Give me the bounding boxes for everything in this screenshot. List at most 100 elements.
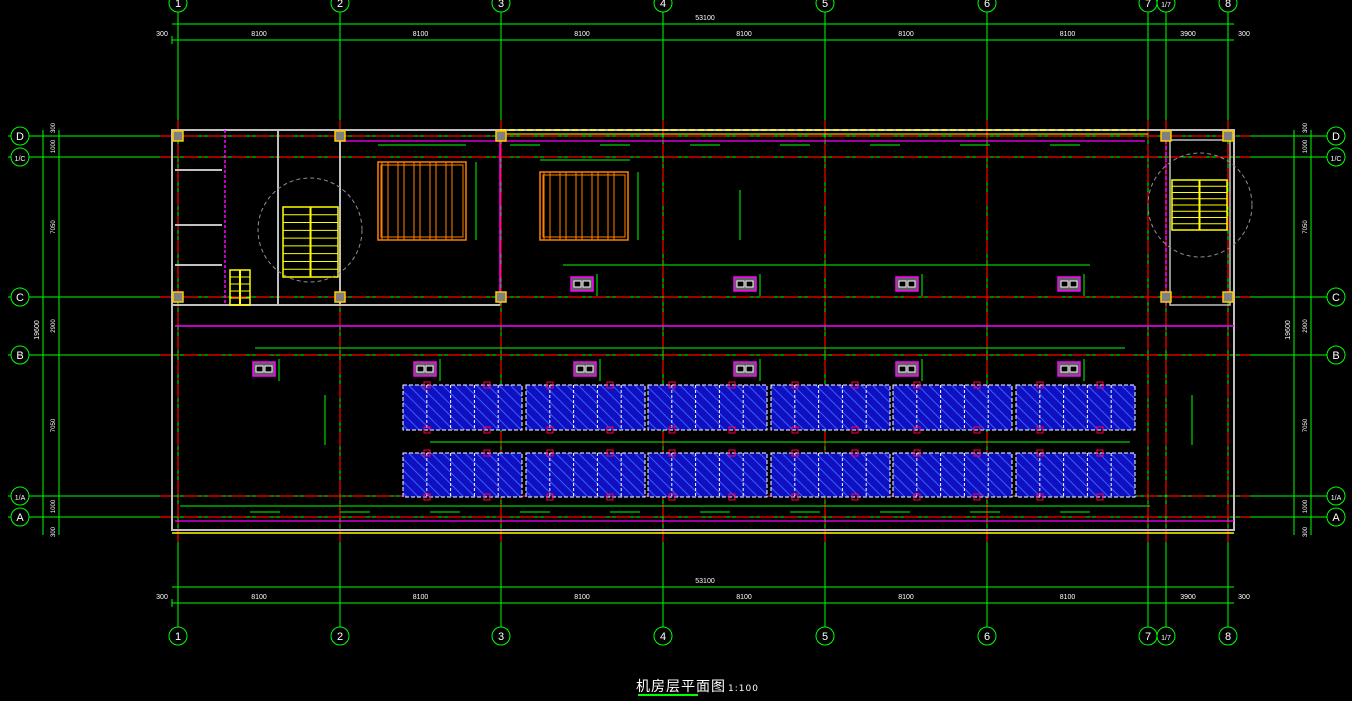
structural-column	[495, 130, 507, 142]
hatched-platform	[525, 452, 646, 498]
ac-fan	[416, 365, 425, 373]
axis-label: 1/A	[1331, 495, 1342, 502]
platform-support	[423, 426, 431, 434]
platform-support	[851, 449, 859, 457]
ac-fan	[907, 365, 916, 373]
bottom-dimension-segment-label: 8100	[574, 594, 590, 601]
axis-bubble	[1156, 626, 1176, 646]
right-dimension-segment-label: 300	[1303, 526, 1309, 537]
platform-support	[668, 493, 676, 501]
right-dimension-segment-label: 2900	[1303, 319, 1309, 333]
axis-bubble	[653, 626, 673, 646]
structural-column	[495, 291, 507, 303]
equipment-tank-right	[539, 171, 629, 241]
axis-label: 4	[660, 0, 666, 10]
ac-fan	[255, 365, 264, 373]
structural-column	[172, 291, 184, 303]
platform-support	[606, 426, 614, 434]
axis-label: 8	[1225, 631, 1231, 643]
equipment-tank-left	[377, 161, 467, 241]
axis-label: 1	[175, 631, 181, 643]
top-dimension-segment-label: 8100	[736, 31, 752, 38]
left-dimension-segment-label: 1000	[51, 499, 57, 513]
left-dimension-segment-label: 7050	[51, 220, 57, 234]
axis-label: B	[16, 350, 23, 362]
axis-label: 3	[498, 631, 504, 643]
axis-bubble	[491, 0, 511, 13]
equipment-tank-right-rib	[607, 171, 615, 241]
ac-fan	[425, 365, 434, 373]
axis-bubble	[10, 507, 30, 527]
platform-support	[791, 449, 799, 457]
equipment-tank-left-rib	[397, 161, 405, 241]
platform-support	[483, 426, 491, 434]
axis-bubble	[815, 626, 835, 646]
platform-support	[913, 381, 921, 389]
ac-fan	[745, 365, 754, 373]
axis-label: A	[1332, 512, 1340, 524]
ac-fan	[1060, 280, 1069, 288]
axis-label: 6	[984, 631, 990, 643]
bottom-dimension-segment-label: 300	[1238, 594, 1250, 601]
left-dimension-segment-label: 300	[51, 526, 57, 537]
platform-support	[1096, 381, 1104, 389]
ac-fan	[573, 280, 582, 288]
platform-support	[1036, 426, 1044, 434]
platform-support	[728, 493, 736, 501]
bottom-dimension-total-label: 53100	[695, 578, 715, 585]
structural-column	[1222, 130, 1234, 142]
right-dimension-segment-label: 300	[1303, 122, 1309, 133]
bottom-dimension-segment-label: 300	[156, 594, 168, 601]
platform-support	[913, 426, 921, 434]
axis-label: D	[16, 131, 24, 143]
ac-fan	[745, 280, 754, 288]
axis-label: C	[16, 292, 24, 304]
stair-room-right	[1169, 139, 1231, 306]
left-dimension-segment-label: 7050	[51, 418, 57, 432]
axis-bubble	[1326, 507, 1346, 527]
platform-support	[1036, 381, 1044, 389]
title-text: 机房层平面图	[636, 679, 726, 695]
platform-support	[728, 426, 736, 434]
top-dimension-segment-label: 8100	[413, 31, 429, 38]
platform-support	[423, 449, 431, 457]
axis-bubble	[10, 486, 30, 506]
axis-label: 7	[1145, 0, 1151, 10]
hatched-platform	[770, 384, 891, 431]
axis-label: D	[1332, 131, 1340, 143]
axis-bubble	[10, 147, 30, 167]
platform-support	[973, 449, 981, 457]
platform-support	[606, 449, 614, 457]
axis-label: 1/7	[1161, 2, 1171, 9]
axis-bubble	[977, 0, 997, 13]
platform-support	[483, 381, 491, 389]
equipment-tank-left-rib	[413, 161, 421, 241]
axis-bubble	[815, 0, 835, 13]
axis-bubble	[330, 0, 350, 13]
right-dimension-segment-label: 1000	[1303, 139, 1309, 153]
structural-column	[1160, 130, 1172, 142]
bottom-dimension-segment-label: 3900	[1180, 594, 1196, 601]
right-dimension-segment-label: 7050	[1303, 418, 1309, 432]
structural-column	[1160, 291, 1172, 303]
structural-column	[334, 130, 346, 142]
hatched-platform	[1015, 452, 1136, 498]
axis-bubble	[10, 126, 30, 146]
platform-support	[973, 381, 981, 389]
axis-bubble	[10, 345, 30, 365]
platform-support	[913, 493, 921, 501]
hatched-platform	[892, 384, 1013, 431]
equipment-tank-left-inner	[380, 164, 464, 238]
hatched-platform	[402, 384, 523, 431]
axis-bubble	[10, 287, 30, 307]
platform-support	[1036, 449, 1044, 457]
platform-support	[1096, 493, 1104, 501]
bottom-dimension-segment-label: 8100	[413, 594, 429, 601]
top-dimension-segment-label: 8100	[251, 31, 267, 38]
structural-column	[172, 130, 184, 142]
ac-fan	[1069, 365, 1078, 373]
left-dimension-segment-label: 1000	[51, 139, 57, 153]
axis-label: C	[1332, 292, 1340, 304]
platform-support	[1096, 449, 1104, 457]
platform-support	[791, 493, 799, 501]
